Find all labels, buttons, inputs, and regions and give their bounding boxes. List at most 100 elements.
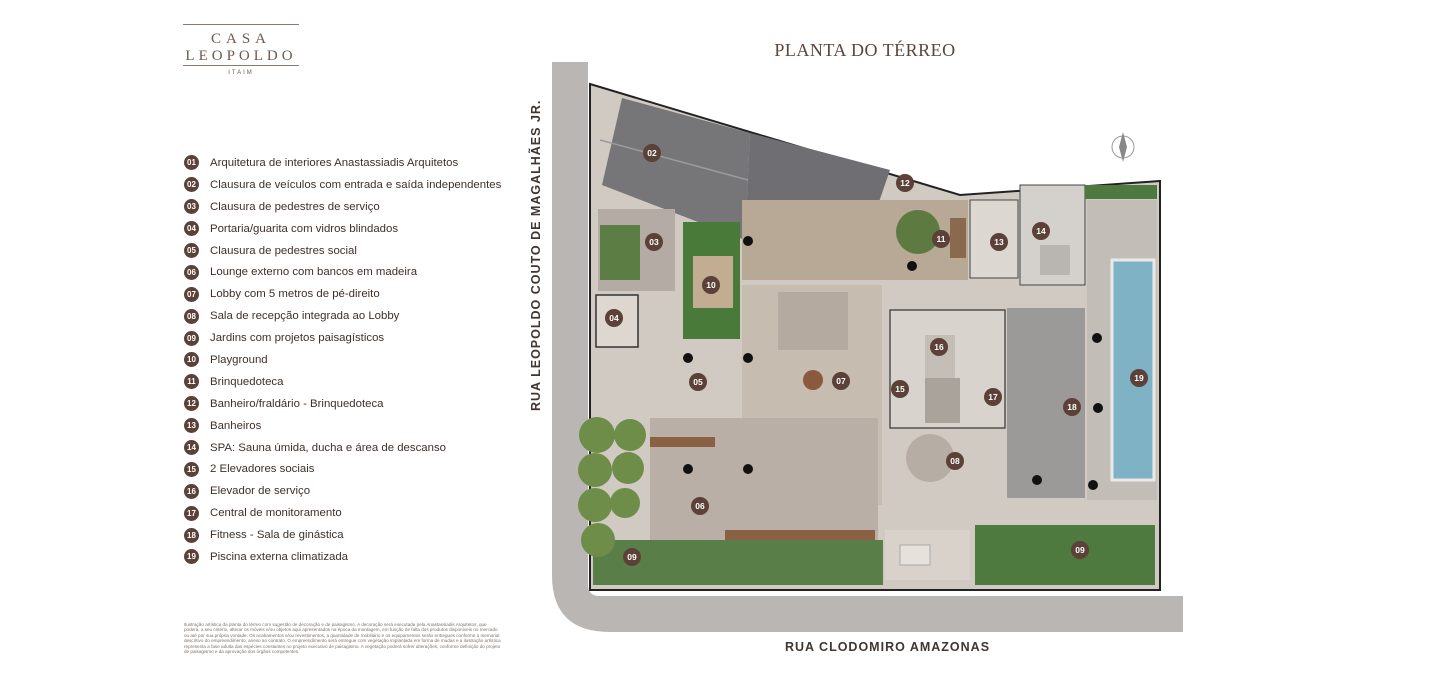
plan-marker-label: 15 [895,384,905,394]
legend-label: Brinquedoteca [210,375,284,388]
legend-number-badge: 17 [184,505,199,521]
plan-marker-label: 11 [937,234,946,244]
garden-strip [593,540,883,585]
plan-marker-label: 10 [706,280,716,290]
plan-marker-label: 03 [649,237,659,247]
structural-columns [683,236,1103,490]
plan-marker-label: 09 [1075,545,1085,555]
plan-marker-label: 19 [1134,373,1144,383]
legend-label: SPA: Sauna úmida, ducha e área de descan… [210,441,446,454]
plan-marker: 02 [643,144,661,162]
plan-marker: 08 [946,452,964,470]
plan-marker: 06 [691,497,709,515]
logo-rule-top [183,24,299,25]
legend-item: 08 Sala de recepção integrada ao Lobby [184,305,501,327]
plan-marker: 16 [930,338,948,356]
legend-label: Fitness - Sala de ginástica [210,529,344,542]
legend-number-badge: 10 [184,352,199,368]
garden-border [1085,185,1157,199]
plan-marker: 15 [891,380,909,398]
legend-label: Arquitetura de interiores Anastassiadis … [210,156,459,169]
legend-number-badge: 06 [184,264,199,280]
legend-number-badge: 16 [184,483,199,499]
legend-number-badge: 02 [184,177,199,193]
legend-label: Banheiros [210,419,262,432]
legend-label: Jardins com projetos paisagísticos [210,332,385,345]
legend-label: Banheiro/fraldário - Brinquedoteca [210,397,384,410]
plan-marker: 09 [623,548,641,566]
legend-number-badge: 14 [184,440,199,456]
legend-label: Portaria/guarita com vidros blindados [210,222,399,235]
legend-number-badge: 19 [184,549,199,565]
plan-marker: 14 [1032,222,1050,240]
legend-number-badge: 12 [184,396,199,412]
plan-marker-label: 13 [994,237,1004,247]
legend-item: 11 Brinquedoteca [184,371,501,393]
plan-marker: 04 [605,309,623,327]
plan-marker-label: 08 [950,456,960,466]
legend-label: Lounge externo com bancos em madeira [210,266,418,279]
legend-item: 05 Clausura de pedestres social [184,240,501,262]
legend-label: Central de monitoramento [210,507,342,520]
plan-marker-label: 06 [695,501,705,511]
legend-item: 02 Clausura de veículos com entrada e sa… [184,174,501,196]
legend-item: 03 Clausura de pedestres de serviço [184,196,501,218]
logo-line-2: LEOPOLDO [185,48,297,64]
lobby-rug [778,292,848,350]
legend-number-badge: 03 [184,199,199,215]
plan-marker-label: 04 [609,313,619,323]
legend-label: Piscina externa climatizada [210,550,349,563]
plan-marker-label: 09 [627,552,637,562]
legend-label: Playground [210,353,268,366]
outdoor-lounge [650,418,878,540]
legend-label: Clausura de pedestres social [210,244,357,257]
brand-logo: CASA LEOPOLDO ITAIM [183,24,299,76]
legend-item: 09 Jardins com projetos paisagísticos [184,327,501,349]
garden-patch [600,225,640,280]
legend-number-badge: 09 [184,330,199,346]
legend-number-badge: 15 [184,461,199,477]
legend-label: Elevador de serviço [210,485,311,498]
plan-marker-label: 02 [647,148,657,158]
legend-list: 01 Arquitetura de interiores Anastassiad… [184,152,501,568]
disclaimer-text: Ilustração artística da planta do térreo… [184,622,501,655]
plan-marker: 18 [1063,398,1081,416]
legend-item: 12 Banheiro/fraldário - Brinquedoteca [184,393,501,415]
legend-number-badge: 18 [184,527,199,543]
legend-item: 19 Piscina externa climatizada [184,546,501,568]
logo-rule-bottom [183,65,299,66]
plan-marker-label: 14 [1036,226,1046,236]
legend-item: 06 Lounge externo com bancos em madeira [184,261,501,283]
plan-marker: 03 [645,233,663,251]
legend-label: Sala de recepção integrada ao Lobby [210,310,400,323]
plan-marker: 12 [896,174,914,192]
plan-marker: 11 [932,230,950,248]
logo-line-3: ITAIM [228,70,254,76]
plan-marker: 19 [1130,369,1148,387]
plan-marker: 13 [990,233,1008,251]
plan-marker-label: 05 [693,377,703,387]
legend-label: Lobby com 5 metros de pé-direito [210,288,380,301]
plan-marker-label: 12 [900,178,910,188]
plan-marker: 07 [832,372,850,390]
legend-item: 07 Lobby com 5 metros de pé-direito [184,283,501,305]
legend-number-badge: 04 [184,221,199,237]
plan-marker: 10 [702,276,720,294]
legend-number-badge: 07 [184,286,199,302]
legend-item: 01 Arquitetura de interiores Anastassiad… [184,152,501,174]
legend-label: Clausura de pedestres de serviço [210,200,380,213]
legend-label: Clausura de veículos com entrada e saída… [210,178,502,191]
legend-number-badge: 05 [184,243,199,258]
legend-item: 14 SPA: Sauna úmida, ducha e área de des… [184,437,501,459]
plan-marker: 05 [689,373,707,391]
logo-line-1: CASA [210,31,271,47]
legend-item: 18 Fitness - Sala de ginástica [184,524,501,546]
plan-marker-label: 18 [1067,402,1077,412]
legend-number-badge: 13 [184,418,199,434]
legend-item: 10 Playground [184,349,501,371]
legend-item: 16 Elevador de serviço [184,480,501,502]
garden-strip [975,525,1155,585]
vehicle-gate-roof [602,98,750,240]
